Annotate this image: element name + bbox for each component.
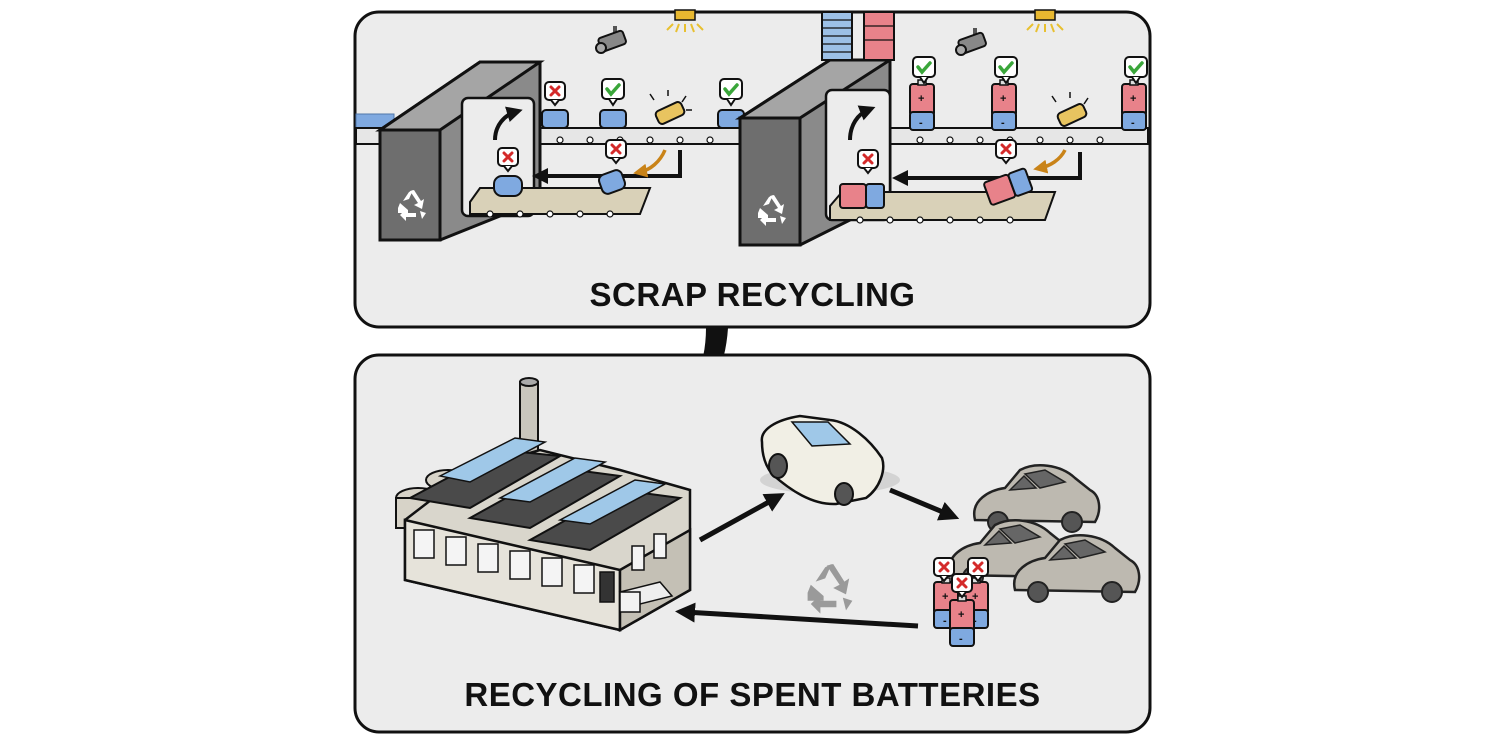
- scrap-item-highlighted: [649, 90, 692, 125]
- battery-on-belt-1: [909, 55, 937, 131]
- rejected-battery-1: [839, 148, 885, 209]
- arrow-batteries-to-factory: [675, 602, 919, 629]
- new-car: [760, 414, 900, 506]
- battery-icon: [909, 79, 935, 131]
- arrow-car-to-scrap: [889, 487, 960, 521]
- recycle-icon: [807, 564, 853, 614]
- battery-recycling-title: RECYCLING OF SPENT BATTERIES: [464, 676, 1041, 713]
- scrap-recycling-panel: [353, 9, 1152, 329]
- battery-icon: [949, 595, 975, 647]
- arrow-factory-to-car: [698, 493, 785, 543]
- cell-on-belt-2: [599, 77, 627, 129]
- scrap-item-highlighted-2: [1051, 92, 1089, 127]
- rejected-battery-2: [983, 138, 1034, 206]
- battery-icon: [1121, 79, 1147, 131]
- battery-on-belt-2: [991, 55, 1019, 131]
- battery-icon: [991, 79, 1017, 131]
- cell-stack: [821, 11, 895, 61]
- scrap-recycling-title: SCRAP RECYCLING: [589, 276, 916, 313]
- cell-on-belt-1: [541, 80, 569, 129]
- factory: [395, 377, 692, 633]
- rejected-cell-1: [493, 146, 523, 197]
- battery-on-belt-3: [1121, 55, 1149, 131]
- battery-recycling-panel: [353, 353, 1152, 734]
- rejected-cell-2: [597, 138, 628, 195]
